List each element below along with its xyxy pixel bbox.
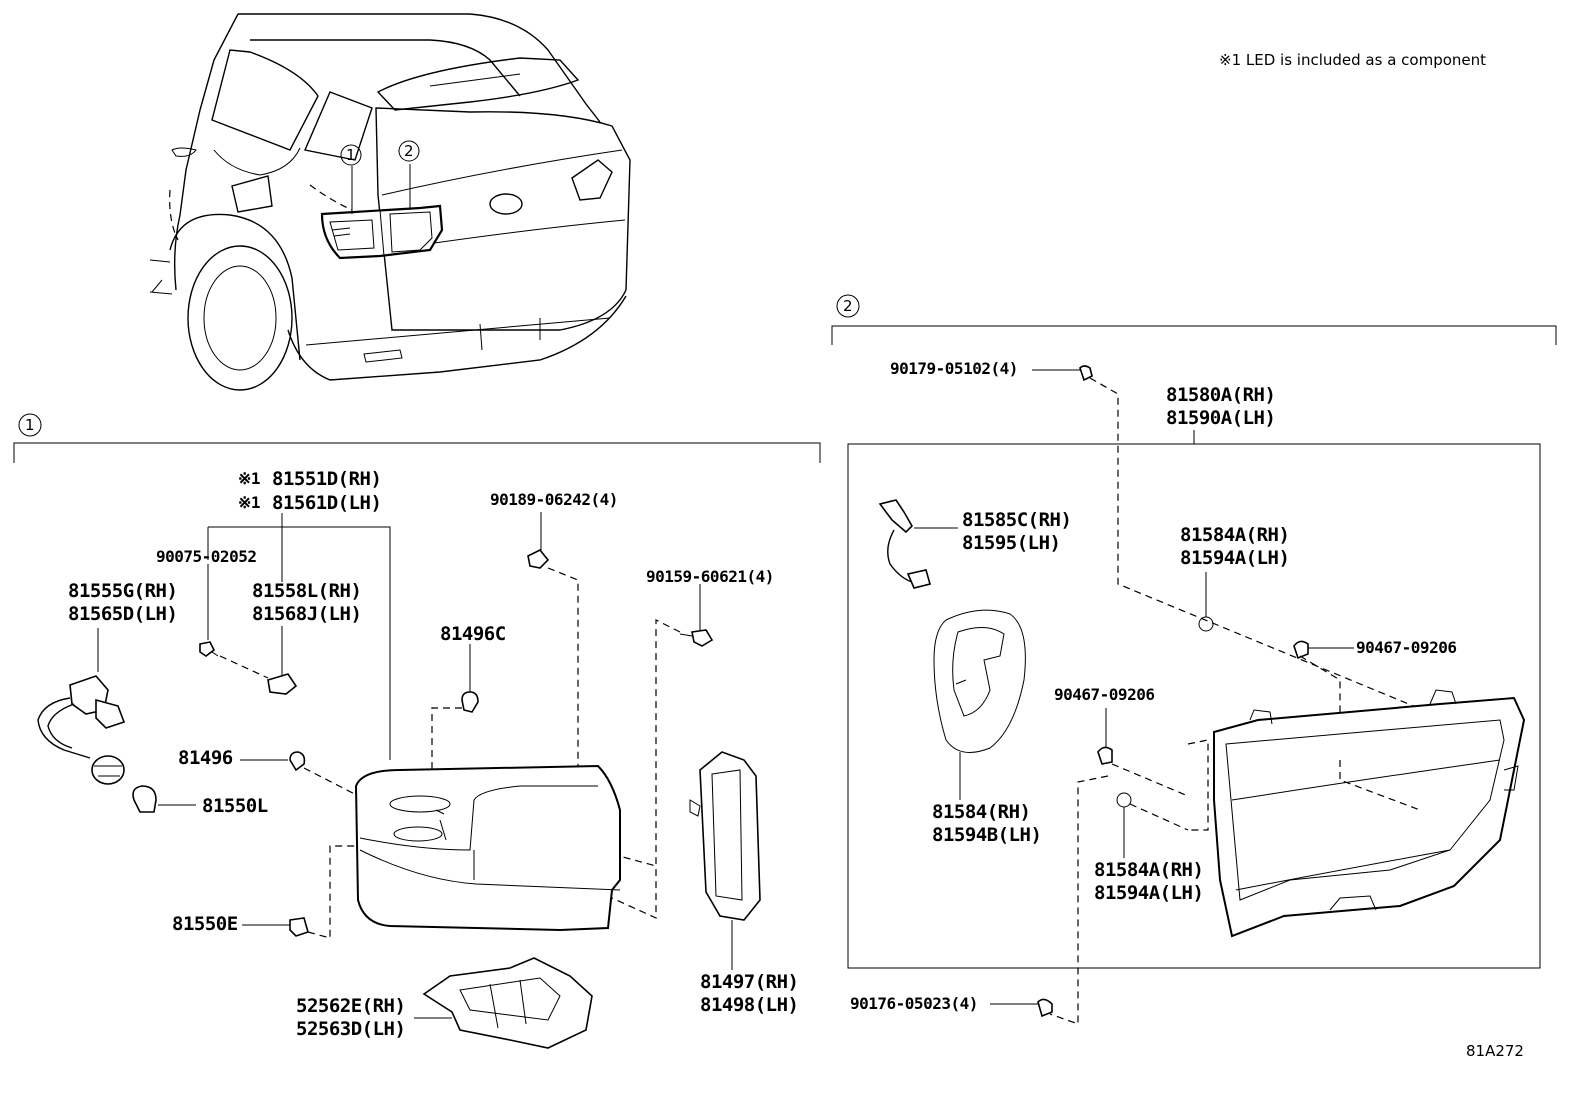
callout-2-vehicle-text: 2 <box>404 142 414 160</box>
screw-90159 <box>691 629 714 647</box>
label-81594B: 81594B(LH) <box>932 824 1041 846</box>
label-90179: 90179-05102(4) <box>890 359 1018 378</box>
label-81594A-bottom: 81594A(LH) <box>1094 882 1203 904</box>
label-81584A-bottom: 81584A(RH) <box>1094 859 1203 881</box>
callout-1-vehicle <box>340 144 362 166</box>
label-90189: 90189-06242(4) <box>490 490 618 509</box>
label-81584A-top: 81584A(RH) <box>1180 524 1289 546</box>
label-81580A: 81580A(RH) <box>1166 384 1275 406</box>
label-81498: 81498(LH) <box>700 994 798 1016</box>
bracket-52562E <box>414 957 593 1049</box>
section-1-bracket: 1 <box>13 413 821 463</box>
led-mark-b: ※1 <box>238 493 260 512</box>
clip-81550E <box>289 917 309 937</box>
label-81594A-top: 81594A(LH) <box>1180 547 1289 569</box>
section-2-parts <box>878 365 1526 1025</box>
label-81585C: 81585C(RH) <box>962 509 1071 531</box>
socket-81558L <box>267 673 298 695</box>
label-81497: 81497(RH) <box>700 971 798 993</box>
label-81568J: 81568J(LH) <box>252 603 361 625</box>
nut-90467-left <box>1097 746 1113 765</box>
wire-harness-81555G <box>37 628 126 785</box>
label-81555G: 81555G(RH) <box>68 580 177 602</box>
callout-1-vehicle-text: 1 <box>346 146 356 164</box>
harness-81585C <box>878 499 958 589</box>
led-mark-a: ※1 <box>238 469 260 488</box>
screw-90075 <box>199 641 219 657</box>
back-door-lamp-81580A <box>1213 689 1526 938</box>
combination-lamp-81551D <box>354 764 621 932</box>
section-1-labels: ※1 81551D(RH) ※1 81561D(LH) 90075-02052 … <box>68 468 799 1040</box>
screw-90176 <box>1037 998 1053 1018</box>
label-90159: 90159-60621(4) <box>646 567 774 586</box>
plug-81584A-top <box>1198 616 1214 632</box>
label-81550L: 81550L <box>202 795 268 817</box>
plug-81584A-bottom <box>1116 792 1132 808</box>
label-81496: 81496 <box>178 747 233 769</box>
label-81496C: 81496C <box>440 623 506 645</box>
screw-90179 <box>1079 365 1093 382</box>
figure-code: 81A272 <box>1466 1042 1524 1060</box>
section-1-marker: 1 <box>25 416 35 434</box>
section-2-bracket: 2 <box>831 294 1557 969</box>
label-81584: 81584(RH) <box>932 801 1030 823</box>
screw-90189 <box>527 548 550 569</box>
bulb-81550L <box>132 785 196 813</box>
label-81565D: 81565D(LH) <box>68 603 177 625</box>
callout-2-vehicle <box>398 140 420 162</box>
gasket-81584 <box>933 609 1026 800</box>
section-1-parts <box>37 512 761 1049</box>
label-81551D: 81551D(RH) <box>272 468 381 490</box>
clip-81496C <box>461 691 479 713</box>
clip-81496 <box>289 751 306 772</box>
label-90467-left: 90467-09206 <box>1054 685 1154 704</box>
led-footnote: ※1 LED is included as a component <box>1219 51 1486 69</box>
nut-90467-right <box>1293 640 1309 660</box>
section-2-marker: 2 <box>843 297 853 315</box>
label-81558L: 81558L(RH) <box>252 580 361 602</box>
label-52562E: 52562E(RH) <box>296 995 405 1017</box>
label-52563D: 52563D(LH) <box>296 1018 405 1040</box>
label-90176: 90176-05023(4) <box>850 994 978 1013</box>
lamp-lens-81497 <box>689 751 761 970</box>
label-81595: 81595(LH) <box>962 532 1060 554</box>
label-81561D: 81561D(LH) <box>272 492 381 514</box>
vehicle-rear-illustration: 1 2 <box>149 13 631 391</box>
label-81590A: 81590A(LH) <box>1166 407 1275 429</box>
label-81550E: 81550E <box>172 913 238 935</box>
label-90467-right: 90467-09206 <box>1356 638 1456 657</box>
section-2-labels: 90179-05102(4) 81580A(RH) 81590A(LH) 815… <box>850 359 1457 1013</box>
label-90075: 90075-02052 <box>156 547 256 566</box>
